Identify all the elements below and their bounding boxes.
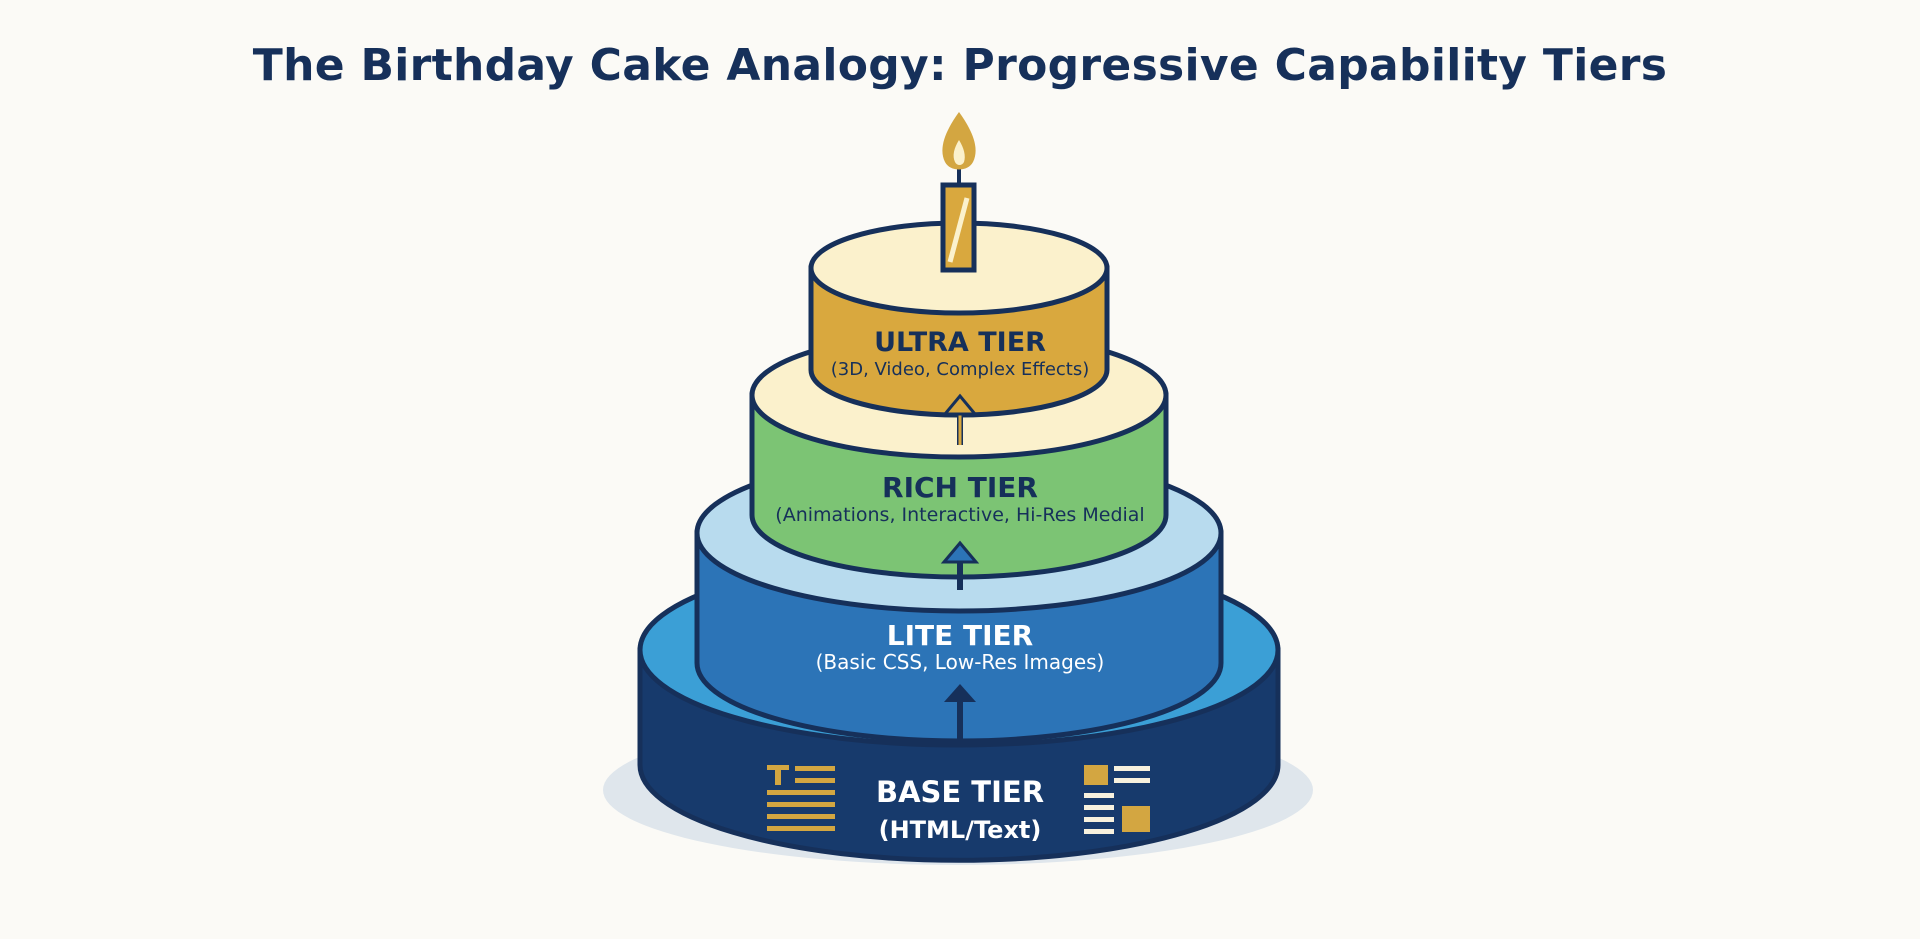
arrow-rich-to-ultra — [941, 393, 979, 445]
ultra-tier-name: ULTRA TIER — [874, 327, 1046, 358]
base-tier-name: BASE TIER — [876, 775, 1044, 809]
arrow-lite-to-rich — [940, 540, 980, 590]
diagram-title: The Birthday Cake Analogy: Progressive C… — [252, 40, 1668, 91]
base-tier-description: (HTML/Text) — [879, 816, 1042, 844]
layout-grid-icon — [1084, 765, 1150, 834]
lite-tier-name: LITE TIER — [887, 619, 1033, 652]
candle-icon — [940, 112, 977, 273]
arrow-base-to-lite — [944, 684, 976, 745]
rich-tier-description: (Animations, Interactive, Hi-Res Medial — [775, 504, 1144, 526]
ultra-tier-description: (3D, Video, Complex Effects) — [831, 359, 1090, 380]
lite-tier-description: (Basic CSS, Low-Res Images) — [816, 650, 1105, 674]
text-document-icon — [767, 765, 835, 831]
rich-tier-name: RICH TIER — [882, 471, 1038, 504]
